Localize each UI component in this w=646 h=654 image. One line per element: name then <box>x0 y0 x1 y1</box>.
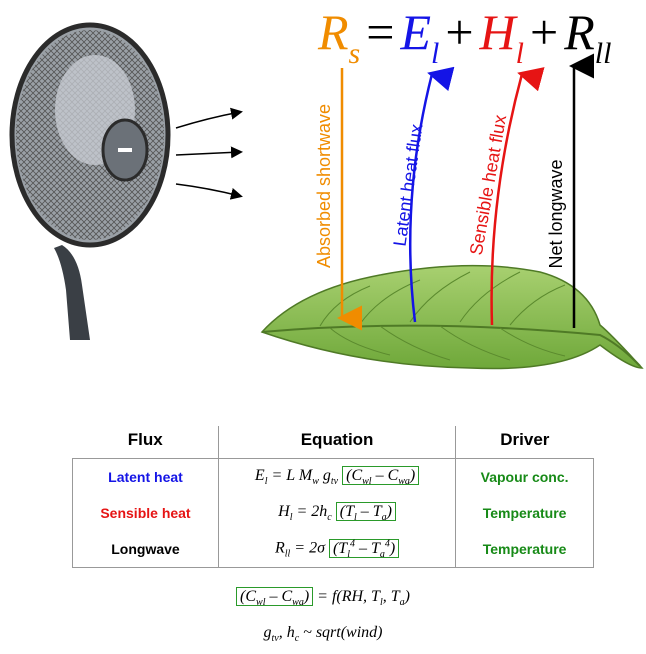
longwave-equation: Rll = 2σ (Tl4 – Ta4) <box>218 531 457 568</box>
flux-latent-heat: Latent heat <box>72 458 219 495</box>
header-flux: Flux <box>72 426 219 459</box>
sensible-heat-arrow <box>490 67 545 326</box>
header-equation: Equation <box>218 426 457 459</box>
footnote-concentration: (Cwl – Cwa) = f(RH, Tl, Ta) <box>0 587 646 608</box>
eq-equals: = <box>366 4 395 60</box>
latent-heat-equation: El = L Mw gtv (Cwl – Cwa) <box>218 458 457 495</box>
longwave-temp-gradient-box: (Tl4 – Ta4) <box>328 538 400 560</box>
latent-heat-arrow <box>408 66 455 323</box>
fan-illustration <box>9 22 171 340</box>
airflow-arrow-3 <box>175 183 243 200</box>
leaf-and-flux-arrows: Absorbed shortwave Latent heat flux Sens… <box>260 53 644 370</box>
absorbed-shortwave-label: Absorbed shortwave <box>314 104 334 268</box>
eq-shortwave-term: Rs <box>318 4 361 70</box>
latent-conc-gradient-box: (Cwl – Cwa) <box>342 465 420 487</box>
sensible-temp-gradient-box: (Tl – Ta) <box>335 501 396 523</box>
leaf-midrib <box>261 324 641 367</box>
airflow-arrow-2 <box>175 146 243 159</box>
eq-plus-2: + <box>529 4 559 60</box>
airflow-arrows <box>175 107 243 200</box>
eq-latent-term: El <box>400 4 440 70</box>
footnote-conc-box: (Cwl – Cwa) <box>236 587 314 608</box>
latent-heat-label: Latent heat flux <box>390 123 427 248</box>
driver-vapour: Vapour conc. <box>480 469 569 485</box>
eq-plus-1: + <box>445 4 474 60</box>
sensible-heat-label: Sensible heat flux <box>466 113 510 256</box>
leaf <box>260 264 644 370</box>
driver-temperature-2: Temperature <box>482 541 567 557</box>
net-longwave-label: Net longwave <box>546 159 566 268</box>
header-driver: Driver <box>500 430 550 449</box>
airflow-arrow-1 <box>175 107 243 129</box>
sensible-heat-equation: Hl = 2hc (Tl – Ta) <box>218 495 457 531</box>
table-row: Sensible heat Hl = 2hc (Tl – Ta) Tempera… <box>72 495 594 531</box>
flux-sensible-heat: Sensible heat <box>72 495 219 531</box>
table-row: Latent heat El = L Mw gtv (Cwl – Cwa) Va… <box>72 458 594 495</box>
fan-stand <box>54 245 90 340</box>
footnote-conductance: gtv, hc ~ sqrt(wind) <box>263 624 383 645</box>
driver-temperature-1: Temperature <box>482 505 567 521</box>
eq-longwave-term: Rll <box>564 4 612 70</box>
eq-sensible-term: Hl <box>479 4 524 70</box>
energy-balance-equation: Rs=El+Hl+Rll <box>318 2 611 84</box>
flux-longwave: Longwave <box>72 531 219 568</box>
leaf-veins <box>319 271 566 361</box>
flux-table: Flux Equation Driver Latent heat El = L … <box>72 426 594 568</box>
table-row: Longwave Rll = 2σ (Tl4 – Ta4) Temperatur… <box>72 531 594 568</box>
